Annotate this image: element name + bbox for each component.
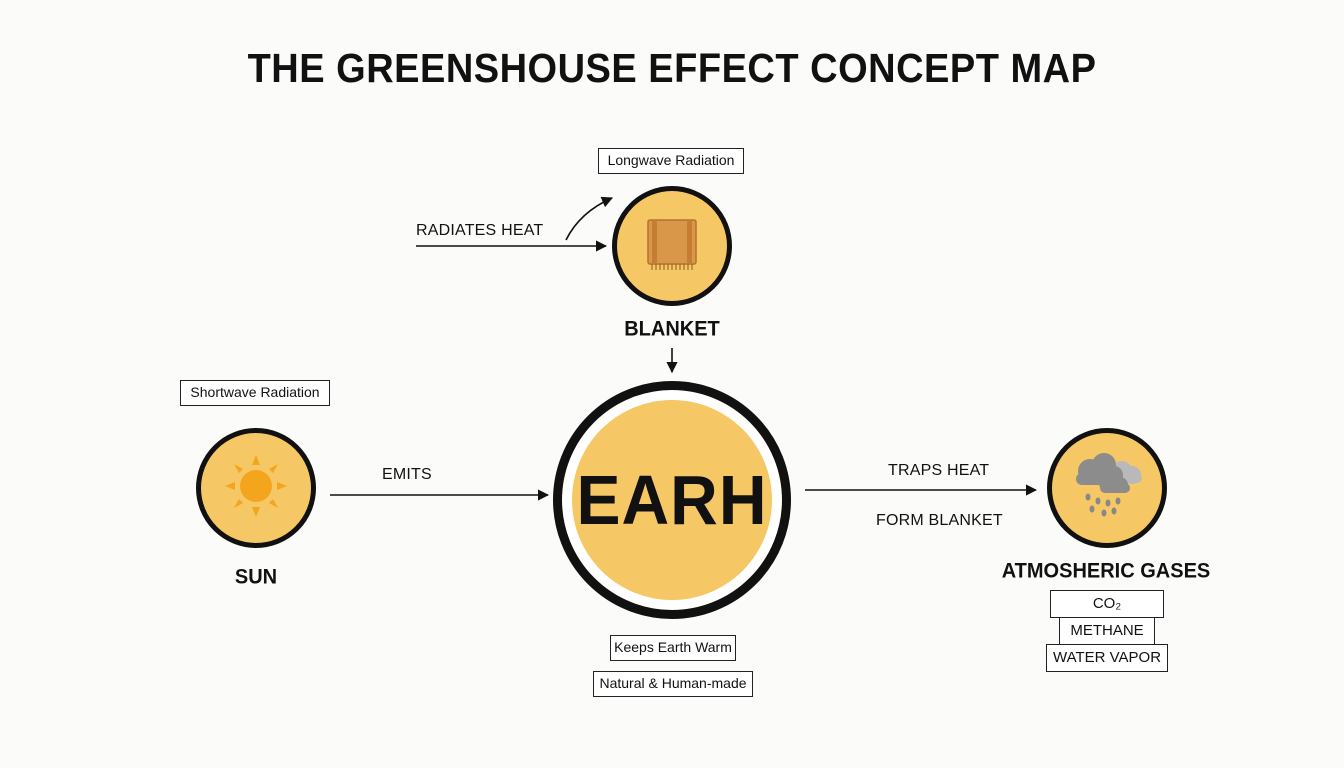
sun-node bbox=[196, 428, 316, 548]
radiates-curve-arrow bbox=[565, 196, 614, 241]
natural-human-made-box: Natural & Human-made bbox=[593, 671, 753, 697]
shortwave-radiation-box: Shortwave Radiation bbox=[180, 380, 330, 406]
blanket-icon bbox=[640, 212, 704, 281]
water-vapor-box: WATER VAPOR bbox=[1046, 644, 1168, 672]
blanket-label: BLANKET bbox=[624, 317, 720, 341]
longwave-radiation-box: Longwave Radiation bbox=[598, 148, 744, 174]
methane-box: METHANE bbox=[1059, 617, 1155, 645]
earth-node: EARH bbox=[553, 381, 791, 619]
atmospheric-gases-node bbox=[1047, 428, 1167, 548]
rain-cloud-icon bbox=[1062, 451, 1152, 526]
co2-box: CO₂ bbox=[1050, 590, 1164, 618]
page-title: THE GREENSHOUSE EFFECT CONCEPT MAP bbox=[247, 46, 1097, 92]
sun-label: SUN bbox=[234, 565, 278, 589]
earth-label: EARH bbox=[576, 461, 768, 539]
keeps-earth-warm-box: Keeps Earth Warm bbox=[610, 635, 736, 661]
radiates-heat-label: RADIATES HEAT bbox=[416, 222, 544, 239]
sun-icon bbox=[221, 451, 291, 526]
emits-label: EMITS bbox=[382, 466, 432, 483]
traps-heat-label: TRAPS HEAT bbox=[888, 462, 990, 479]
blanket-node bbox=[612, 186, 732, 306]
form-blanket-label: FORM BLANKET bbox=[876, 512, 1003, 529]
atmospheric-gases-label: ATMOSHERIC GASES bbox=[1001, 559, 1211, 583]
